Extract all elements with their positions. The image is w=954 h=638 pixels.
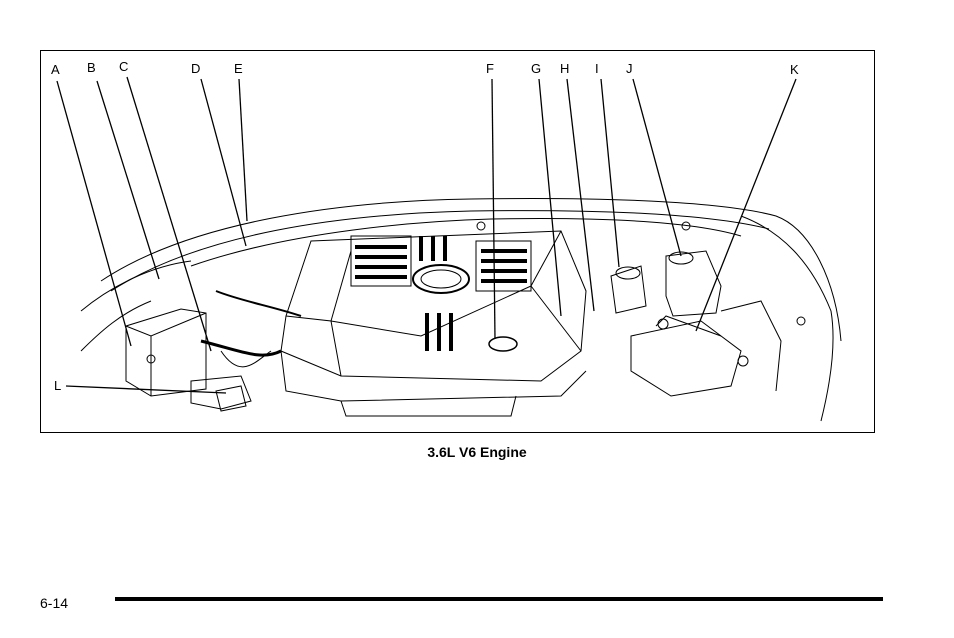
engine-figure: A B C D E F G H I J K L xyxy=(40,50,875,433)
callout-e: E xyxy=(234,62,243,75)
callout-b: B xyxy=(87,61,96,74)
callout-h: H xyxy=(560,62,569,75)
callout-g: G xyxy=(531,62,541,75)
engine-illustration xyxy=(41,51,876,434)
callout-k: K xyxy=(790,63,799,76)
callout-l: L xyxy=(54,379,61,392)
callout-d: D xyxy=(191,62,200,75)
callout-j: J xyxy=(626,62,633,75)
page-number: 6-14 xyxy=(40,595,68,611)
figure-caption: 3.6L V6 Engine xyxy=(0,444,954,460)
callout-a: A xyxy=(51,63,60,76)
callout-i: I xyxy=(595,62,599,75)
footer-rule xyxy=(115,597,883,601)
callout-c: C xyxy=(119,60,128,73)
callout-f: F xyxy=(486,62,494,75)
